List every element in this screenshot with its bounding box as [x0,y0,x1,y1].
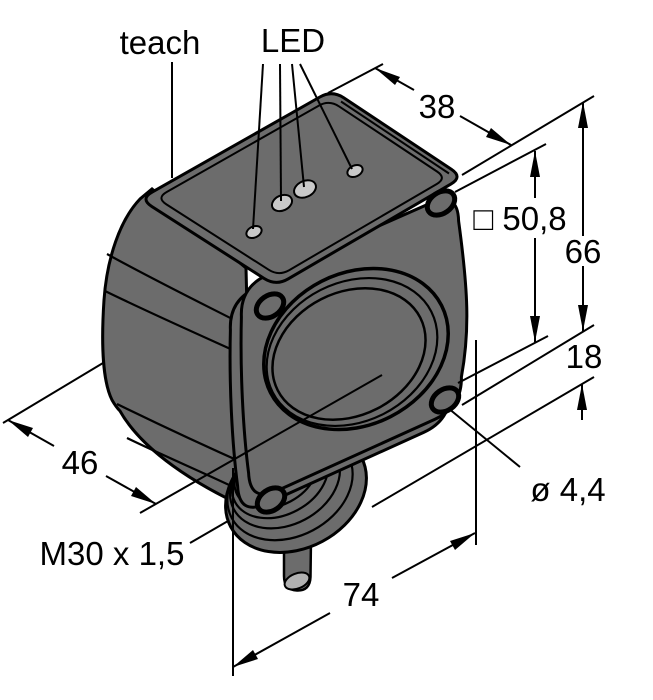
led-leader-line [291,63,305,188]
dim-front-face-square: □ 50,8 [473,200,566,237]
arrowhead [450,533,475,550]
led-dot [270,193,294,213]
lens-inner-ring [271,287,427,421]
extension-line [2,362,104,424]
top-edge-bevel [340,100,450,175]
arrowhead [486,128,511,145]
arrowhead [577,384,587,410]
extension-line [461,95,595,176]
thread-spec-label: M30 x 1,5 [40,535,185,572]
extension-line [461,324,595,406]
arrowhead [131,487,156,504]
annotation-lines [2,62,595,676]
arrowhead [578,102,588,128]
extension-line [327,63,384,94]
extension-line [454,143,547,193]
lens-outer-ring [262,266,450,432]
arrowhead [375,68,400,85]
hole-diameter-leader-line [447,407,521,468]
dim-overall-height: 66 [565,233,602,270]
side-face [101,187,254,513]
arrowhead [530,151,540,177]
teach-label: teach [120,24,201,61]
teach-button-dot [245,224,263,240]
mounting-hole-bottom-right [428,385,462,415]
mounting-hole-bottom-left [254,485,288,515]
dim-overall-width: 74 [343,576,380,613]
arrowhead [8,420,33,437]
annotation-text: teach LED 38 □ 50,8 66 18 ø 4,4 46 M30 x… [40,22,606,613]
thread-spec-leader-line [189,520,229,544]
extension-line [371,376,595,508]
extension-line [139,374,383,514]
dim-thread-length: 18 [566,338,603,375]
arrowhead [530,316,540,342]
hole-diameter-label: ø 4,4 [530,471,605,508]
sensor-body [101,92,469,592]
led-leader-line [299,63,353,170]
arrowhead [233,650,258,667]
mounting-hole-top-right [424,188,458,218]
led-dot [293,179,317,199]
mounting-hole-top-left [253,291,287,321]
dim-top-width: 38 [419,88,456,125]
led-leader-line [252,63,264,230]
dimension-arrowheads [8,68,588,667]
cable-end-cap [283,571,311,591]
top-face-inset [160,101,443,275]
led-leader-line [279,63,282,202]
lens-bezel-ring [265,276,439,428]
led-label: LED [261,22,325,59]
extension-line [457,335,549,384]
dim-housing-depth: 46 [62,444,99,481]
arrowhead [578,305,588,331]
